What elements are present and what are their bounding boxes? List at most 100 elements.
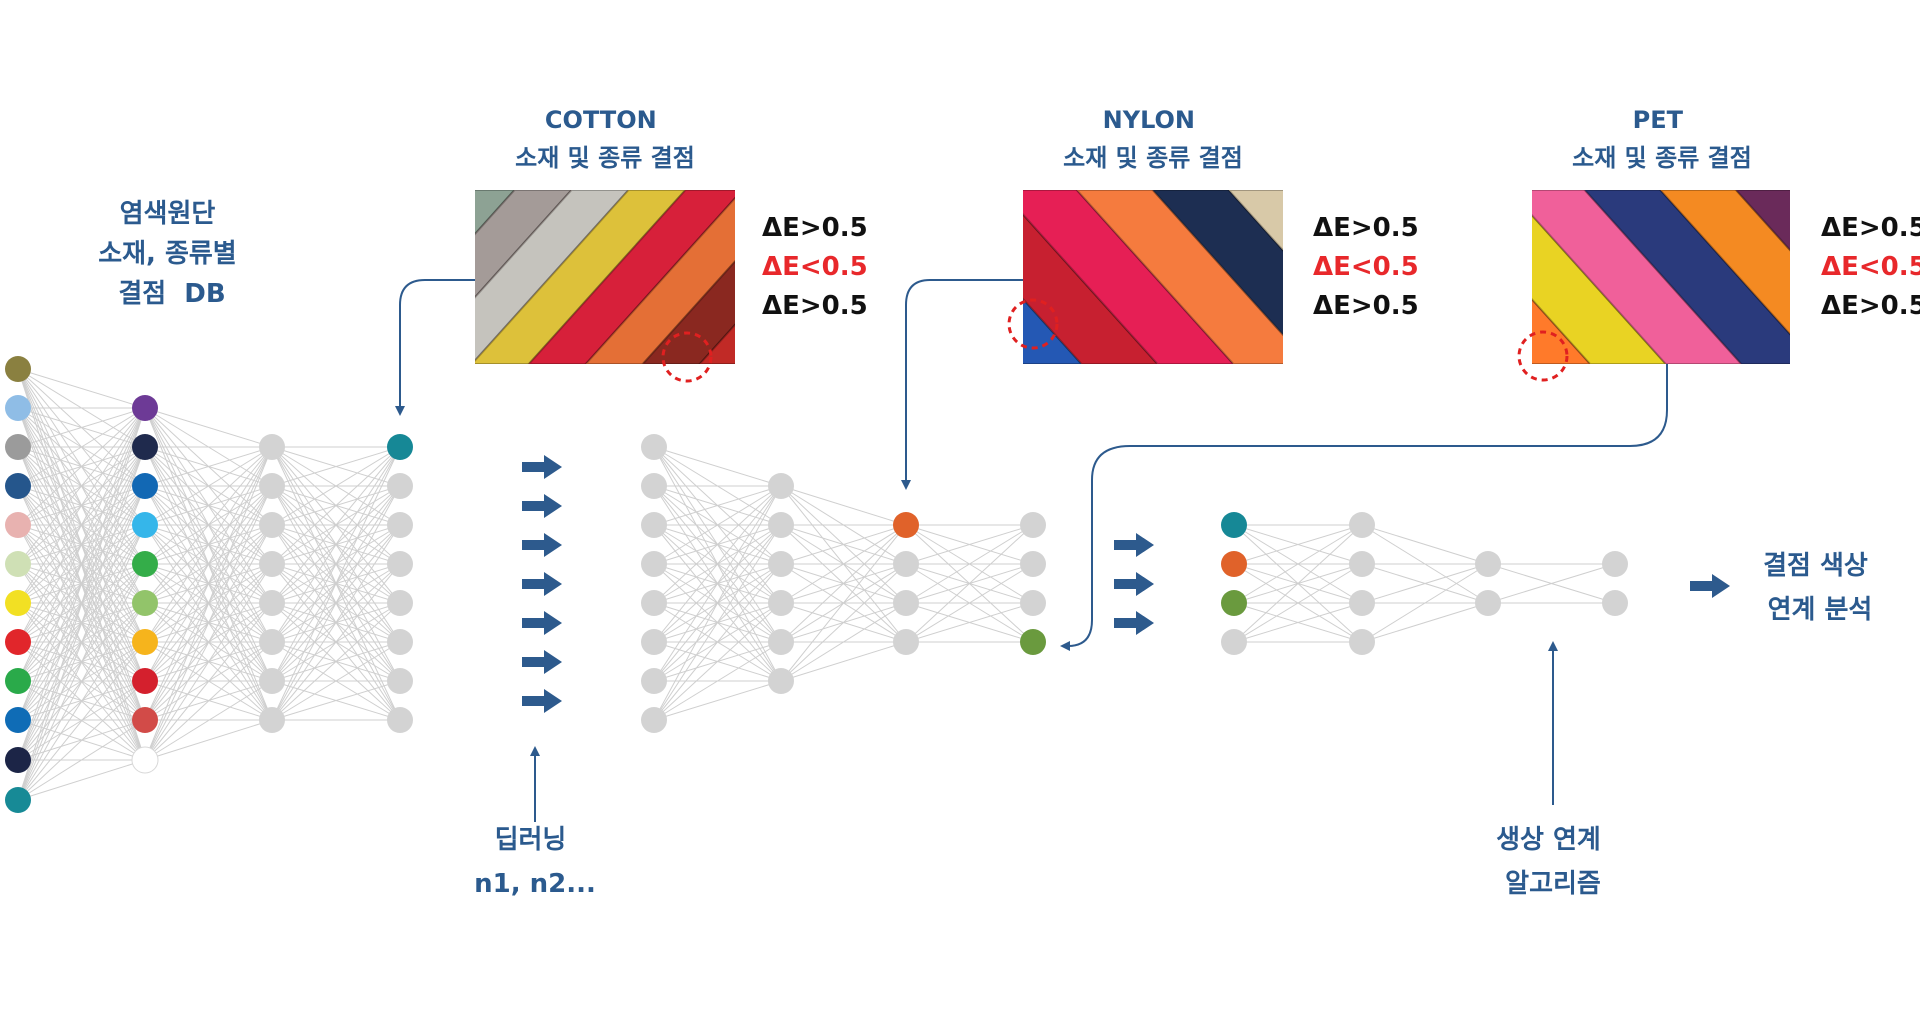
color-algorithm-network-layer2-node xyxy=(1349,551,1375,577)
deep-learning-network-edge xyxy=(653,680,782,721)
deep-learning-network-edge xyxy=(780,563,907,682)
connector-arrows xyxy=(395,279,1668,822)
deep-learning-network-edge xyxy=(653,485,782,643)
db-network-edge xyxy=(17,524,146,801)
deep-learning-network-edge xyxy=(780,485,907,526)
deep-learning-network-layer3-node xyxy=(893,512,919,538)
db-network-edge xyxy=(17,641,146,801)
pet-title: PET 소재 및 종류 결점 xyxy=(1572,106,1752,172)
network-nodes xyxy=(5,356,1628,813)
db-network-layer3-node xyxy=(259,668,285,694)
db-network-edge xyxy=(271,446,401,565)
db-network-input-node xyxy=(5,395,31,421)
db-network-input-node xyxy=(5,512,31,538)
db-network-layer2-node xyxy=(132,512,158,538)
deep-learning-network-layer4-node xyxy=(1020,512,1046,538)
deep-learning-network-edge xyxy=(780,641,907,682)
color-algorithm-network-layer1-node xyxy=(1221,590,1247,616)
flow-arrow xyxy=(1114,611,1154,635)
db-network-edge xyxy=(144,446,273,643)
db-network-edge xyxy=(17,407,146,801)
cotton-title: COTTON 소재 및 종류 결점 xyxy=(515,106,695,172)
deep-learning-network-edge xyxy=(653,563,782,721)
db-network-input-node xyxy=(5,668,31,694)
cotton-defect-marker xyxy=(661,331,713,383)
fabric-fold xyxy=(475,190,687,364)
color-algorithm-network-edge xyxy=(1361,524,1489,565)
db-network-edge xyxy=(17,407,146,565)
color-algorithm-network-layer3-node xyxy=(1475,590,1501,616)
fabric-band xyxy=(1736,190,1790,251)
db-network-edge xyxy=(17,407,146,761)
fabric-fold xyxy=(475,190,630,363)
db-network-layer4-node xyxy=(387,707,413,733)
color-algorithm-network-edge xyxy=(1233,524,1363,604)
db-network-edge xyxy=(144,563,273,761)
db-network-input-node xyxy=(5,434,31,460)
pet-delta-3: ΔE>0.5 xyxy=(1821,291,1920,321)
deep-learning-line-1: 딥러닝 xyxy=(495,825,567,855)
cotton-connector-arrow xyxy=(395,279,475,416)
db-network-edge xyxy=(17,680,146,801)
db-network-layer4-node xyxy=(387,590,413,616)
cotton-name: COTTON xyxy=(545,106,657,134)
deep-learning-network-layer3-node xyxy=(893,590,919,616)
color-algorithm-network-edge xyxy=(1361,602,1489,643)
deep-learning-network-edge xyxy=(653,485,782,526)
deep-learning-network-layer3-node xyxy=(893,629,919,655)
db-label-line-3: 결점 DB xyxy=(118,279,225,309)
nylon-delta-3: ΔE>0.5 xyxy=(1313,291,1419,321)
fabric-fold xyxy=(1023,190,1235,364)
nylon-delta-1: ΔE>0.5 xyxy=(1313,213,1419,243)
db-network-edge xyxy=(144,485,273,761)
result-arrow xyxy=(1690,574,1730,598)
db-label: 염색원단 소재, 종류별 결점 DB xyxy=(98,199,246,309)
flow-arrow xyxy=(522,650,562,674)
color-algorithm-network-layer1-node xyxy=(1221,512,1247,538)
fabric-fold xyxy=(584,196,735,364)
db-network-layer3-node xyxy=(259,629,285,655)
fabric-band xyxy=(1076,190,1283,364)
db-network-layer2-node xyxy=(132,668,158,694)
db-network-edge xyxy=(144,446,273,604)
color-algorithm-network-layer4-node xyxy=(1602,590,1628,616)
deep-learning-network-layer1-node xyxy=(641,590,667,616)
db-network-edge xyxy=(271,446,401,604)
fabric-band xyxy=(642,261,735,364)
db-network-edge xyxy=(271,680,401,721)
fabric-band xyxy=(1152,190,1283,335)
db-network-edge xyxy=(271,602,401,721)
flow-arrow xyxy=(522,533,562,557)
db-network-layer2-node xyxy=(132,707,158,733)
deep-learning-network-edge xyxy=(780,524,907,682)
db-network-edge xyxy=(144,446,273,761)
fabric-fold xyxy=(1075,190,1283,364)
color-algorithm-network-layer3-node xyxy=(1475,551,1501,577)
algorithm-label: 생상 연계 알고리즘 xyxy=(1496,825,1610,899)
db-network-layer3-node xyxy=(259,512,285,538)
deep-learning-network-edge xyxy=(780,602,907,682)
color-algorithm-network-layer2-node xyxy=(1349,590,1375,616)
db-network-edge xyxy=(144,446,273,526)
db-network-layer4-node xyxy=(387,434,413,460)
pet-delta-1: ΔE>0.5 xyxy=(1821,213,1920,243)
cotton-fabric-image xyxy=(475,190,735,364)
deep-learning-network-edge xyxy=(653,446,782,487)
color-algorithm-network-layer1-node xyxy=(1221,629,1247,655)
db-network-edge xyxy=(271,446,401,682)
deep-learning-network-layer1-node xyxy=(641,512,667,538)
db-network-layer2-node xyxy=(131,746,159,774)
nylon-delta-2: ΔE<0.5 xyxy=(1313,252,1419,282)
pet-name: PET xyxy=(1633,106,1684,134)
db-network-edge xyxy=(17,563,146,801)
db-network-edge xyxy=(17,407,146,604)
color-algorithm-network-edge xyxy=(1233,524,1363,565)
db-network-layer2-node xyxy=(132,434,158,460)
db-network-input-node xyxy=(5,787,31,813)
db-network-layer4-node xyxy=(387,473,413,499)
db-network-edge xyxy=(17,407,146,643)
fabric-band xyxy=(1023,190,1234,364)
deep-learning-network-edge xyxy=(653,485,782,565)
fabric-band xyxy=(585,198,735,364)
deep-learning-network-edge xyxy=(780,524,907,604)
